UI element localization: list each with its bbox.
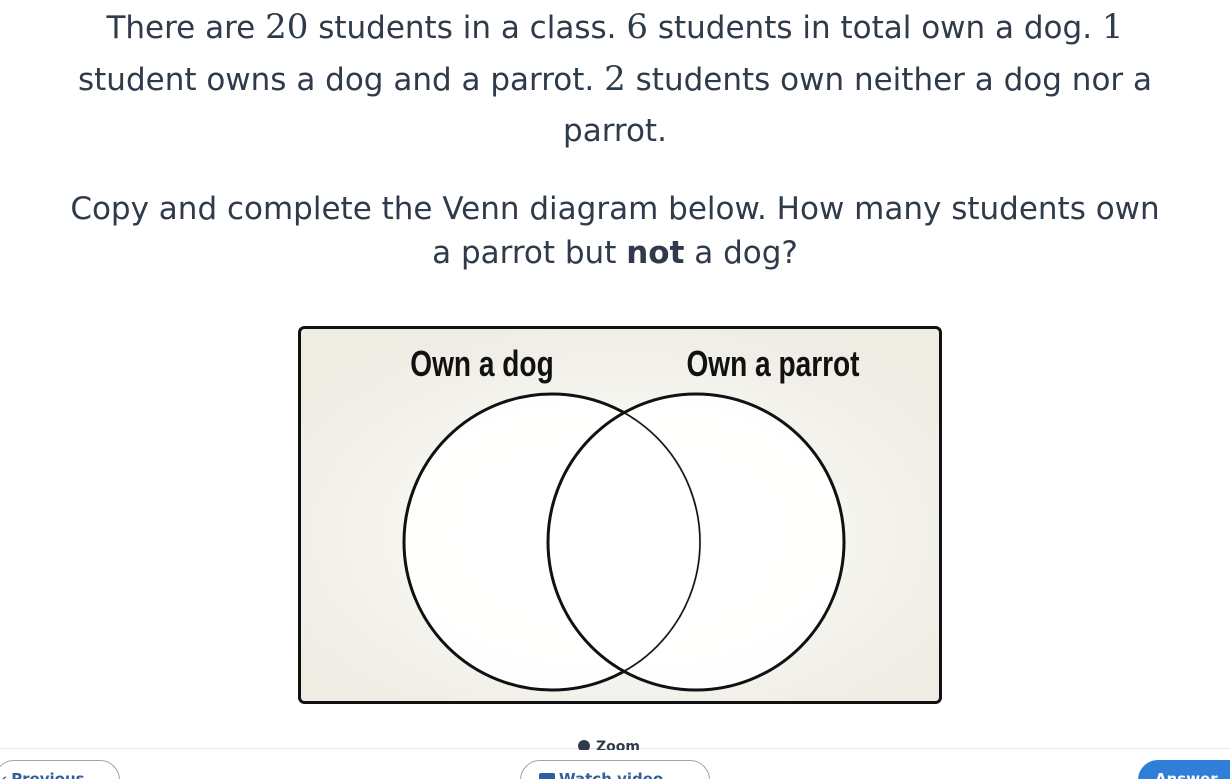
zoom-button[interactable]: Zoom [578,740,658,750]
q-text: There are [106,10,266,46]
q-text: student owns a dog and a parrot. [77,62,605,98]
watch-video-button[interactable]: Watch video [520,760,710,779]
venn-label-parrot: Own a parrot [686,344,859,384]
question-text: There are 20 students in a class. 6 stud… [0,0,1230,275]
q-number-total: 20 [265,7,309,47]
q-number-neither: 2 [604,59,626,99]
zoom-label: Zoom [596,740,640,750]
watch-video-label: Watch video [559,770,664,779]
q-text: students in total own a dog. [647,10,1102,46]
question-paragraph-2: Copy and complete the Venn diagram below… [15,187,1215,275]
venn-label-dog: Own a dog [410,344,553,384]
q-number-both: 1 [1101,7,1124,47]
answer-label: Answer [1155,770,1218,779]
video-icon [539,773,555,779]
q-emphasis: not [626,235,685,271]
answer-button[interactable]: Answer [1138,760,1230,779]
q-text: a parrot but [432,235,627,271]
venn-circle-parrot [546,392,846,692]
zoom-icon [578,740,590,750]
q-text: students in a class. [308,10,627,46]
chevron-left-icon: ‹ [1,770,8,779]
q-text: Copy and complete the Venn diagram below… [70,191,1160,227]
previous-label: Previous [11,770,85,779]
q-number-dog: 6 [626,7,648,47]
venn-svg: Own a dog Own a parrot [298,326,942,704]
question-paragraph-1: There are 20 students in a class. 6 stud… [15,2,1215,157]
q-text: a dog? [684,235,798,271]
q-text: students own neither a dog nor a [625,62,1153,98]
q-text: parrot. [563,113,667,149]
previous-button[interactable]: ‹Previous [0,760,120,779]
venn-diagram: Own a dog Own a parrot [298,326,942,704]
toolbar-divider [0,748,1230,749]
